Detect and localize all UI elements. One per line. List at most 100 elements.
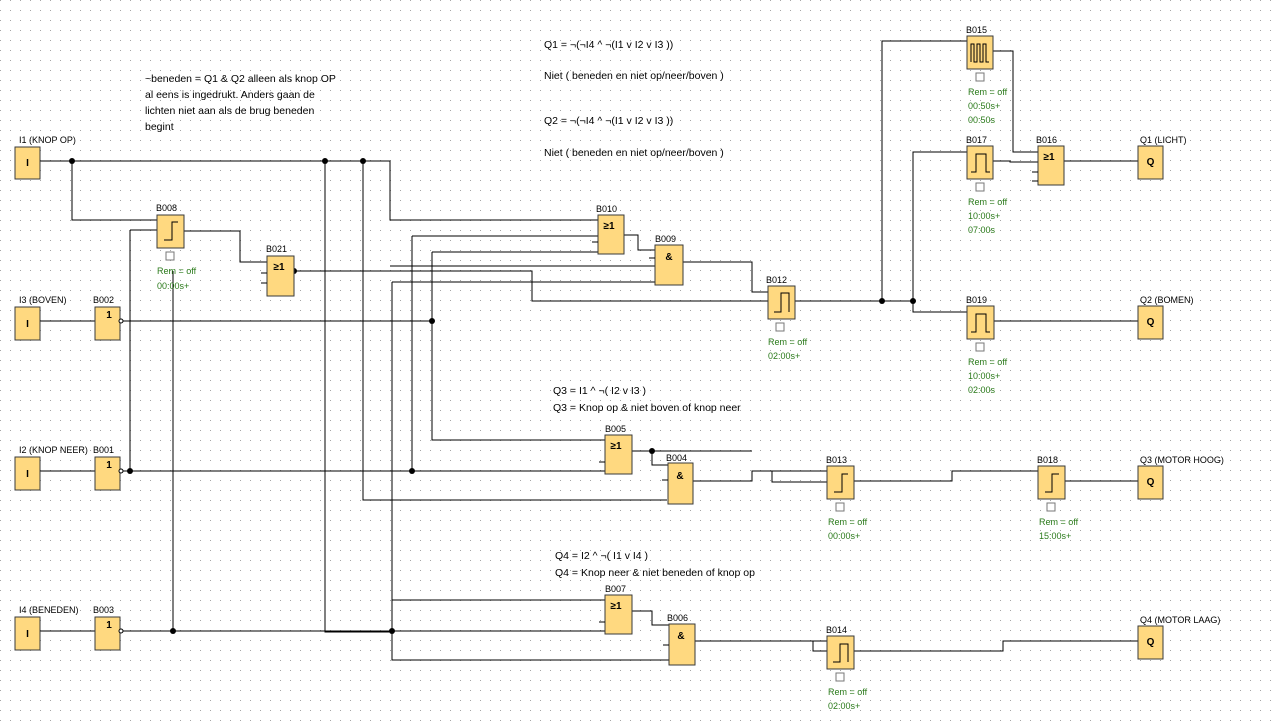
note-beneden-line-4: begint — [145, 121, 174, 133]
block-b004-symbol: & — [676, 471, 683, 482]
output-q1[interactable]: Q Q1 (LICHT) — [1137, 135, 1187, 180]
block-b017-time: 10:00s+ — [968, 211, 1000, 221]
input-i3-label: I3 (BOVEN) — [19, 295, 67, 305]
block-b002[interactable]: 1 B002 — [93, 295, 124, 341]
block-b018-timer-icon — [1045, 473, 1059, 493]
block-b007-label: B007 — [605, 584, 626, 594]
input-i1-symbol: I — [26, 158, 29, 169]
block-b001-label: B001 — [93, 445, 114, 455]
input-i2-label: I2 (KNOP NEER) — [19, 445, 88, 455]
block-b017-time2: 07:00s — [968, 225, 996, 235]
note-q1-text: Niet ( beneden en niet op/neer/boven ) — [544, 70, 724, 82]
block-b012-rem: Rem = off — [768, 337, 808, 347]
block-b005-symbol: ≥1 — [610, 441, 621, 452]
block-b009[interactable]: & B009 — [649, 234, 684, 286]
block-b005-label: B005 — [605, 424, 626, 434]
note-beneden: ~beneden = Q1 & Q2 alleen als knop OP al… — [145, 73, 336, 133]
input-i4-label: I4 (BENEDEN) — [19, 605, 79, 615]
block-b001[interactable]: 1 B001 — [93, 445, 124, 491]
block-b003[interactable]: 1 B003 — [93, 605, 124, 651]
block-b014-rem: Rem = off — [828, 687, 868, 697]
block-b013-label: B013 — [826, 455, 847, 465]
block-b019-rem: Rem = off — [968, 357, 1008, 367]
block-b018-time: 15:00s+ — [1039, 531, 1071, 541]
block-b018-label: B018 — [1037, 455, 1058, 465]
input-i2[interactable]: I I2 (KNOP NEER) — [14, 445, 88, 491]
block-b005[interactable]: ≥1 B005 — [599, 424, 633, 475]
input-i1-label: I1 (KNOP OP) — [19, 135, 76, 145]
block-b008-rem: Rem = off — [157, 266, 197, 276]
input-i4-symbol: I — [26, 629, 29, 640]
block-b008-time: 00:00s+ — [157, 281, 189, 291]
note-q4-formula: Q4 = I2 ^ ¬( I1 v I4 ) — [555, 550, 648, 562]
block-b001-symbol: 1 — [106, 460, 112, 471]
block-b015[interactable]: B015 Rem = off 00:50s+ 00:50s — [966, 25, 1008, 125]
block-b014-time: 02:00s+ — [828, 701, 860, 711]
output-q4[interactable]: Q Q4 (MOTOR LAAG) — [1137, 615, 1220, 660]
block-b006-label: B006 — [667, 613, 688, 623]
note-beneden-line-2: al eens is ingedrukt. Anders gaan de — [145, 89, 315, 101]
output-q3-symbol: Q — [1147, 477, 1155, 488]
wires — [40, 40, 1138, 661]
block-b018-rem: Rem = off — [1039, 517, 1079, 527]
block-b008[interactable]: B008 Rem = off 00:00s+ — [156, 203, 197, 291]
block-b016[interactable]: ≥1 B016 — [1032, 135, 1065, 186]
block-b012[interactable]: B012 Rem = off 02:00s+ — [766, 275, 808, 361]
output-q2[interactable]: Q Q2 (BOMEN) — [1137, 295, 1194, 340]
block-b004[interactable]: & B004 — [662, 453, 694, 505]
output-q4-symbol: Q — [1147, 637, 1155, 648]
block-b010-symbol: ≥1 — [603, 221, 614, 232]
block-b021[interactable]: ≥1 B021 — [261, 244, 295, 297]
output-q1-symbol: Q — [1147, 157, 1155, 168]
note-q4-text: Q4 = Knop neer & niet beneden of knop op — [555, 567, 755, 579]
block-b012-label: B012 — [766, 275, 787, 285]
block-b015-pulse-icon — [970, 43, 989, 63]
block-b012-timer-icon — [774, 292, 790, 313]
output-q2-label: Q2 (BOMEN) — [1140, 295, 1194, 305]
block-b014-timer-icon — [833, 643, 849, 663]
note-q2-text: Niet ( beneden en niet op/neer/boven ) — [544, 147, 724, 159]
block-b014-label: B014 — [826, 625, 847, 635]
block-b008-label: B008 — [156, 203, 177, 213]
block-b013[interactable]: B013 Rem = off 00:00s+ — [826, 455, 868, 541]
block-b013-timer-icon — [834, 473, 848, 493]
block-b007-symbol: ≥1 — [610, 601, 621, 612]
block-b010-label: B010 — [596, 204, 617, 214]
output-q3-label: Q3 (MOTOR HOOG) — [1140, 455, 1224, 465]
block-b018[interactable]: B018 Rem = off 15:00s+ — [1037, 455, 1079, 541]
note-q3-text: Q3 = Knop op & niet boven of knop neer — [553, 402, 741, 414]
block-b012-time: 02:00s+ — [768, 351, 800, 361]
output-q2-symbol: Q — [1147, 317, 1155, 328]
block-b015-time: 00:50s+ — [968, 101, 1000, 111]
input-i1[interactable]: I I1 (KNOP OP) — [14, 135, 76, 180]
block-b006-symbol: & — [677, 631, 684, 642]
input-i3[interactable]: I I3 (BOVEN) — [14, 295, 67, 341]
block-b013-time: 00:00s+ — [828, 531, 860, 541]
input-i4[interactable]: I I4 (BENEDEN) — [14, 605, 79, 651]
note-q3-formula: Q3 = I1 ^ ¬( I2 v I3 ) — [553, 385, 646, 397]
block-b019-label: B019 — [966, 295, 987, 305]
block-b010[interactable]: ≥1 B010 — [592, 204, 625, 255]
block-b017[interactable]: B017 Rem = off 10:00s+ 07:00s — [966, 135, 1008, 235]
block-b021-label: B021 — [266, 244, 287, 254]
block-b019-timer-icon — [971, 313, 990, 333]
input-i3-symbol: I — [26, 319, 29, 330]
block-b007[interactable]: ≥1 B007 — [599, 584, 633, 635]
block-b016-symbol: ≥1 — [1043, 152, 1054, 163]
block-b014[interactable]: B014 Rem = off 02:00s+ — [826, 625, 868, 711]
block-b009-symbol: & — [665, 252, 672, 263]
block-b021-symbol: ≥1 — [273, 262, 284, 273]
block-b015-rem: Rem = off — [968, 87, 1008, 97]
block-b019[interactable]: B019 Rem = off 10:00s+ 02:00s — [966, 295, 1008, 395]
block-b006[interactable]: & B006 — [663, 613, 696, 666]
note-q1-formula: Q1 = ¬(¬I4 ^ ¬(I1 v I2 v I3 )) — [544, 39, 673, 51]
note-q2-formula: Q2 = ¬(¬I4 ^ ¬(I1 v I2 v I3 )) — [544, 115, 673, 127]
output-q3[interactable]: Q Q3 (MOTOR HOOG) — [1137, 455, 1224, 500]
block-b019-time: 10:00s+ — [968, 371, 1000, 381]
input-i2-symbol: I — [26, 469, 29, 480]
block-b015-label: B015 — [966, 25, 987, 35]
output-q1-label: Q1 (LICHT) — [1140, 135, 1187, 145]
output-q4-label: Q4 (MOTOR LAAG) — [1140, 615, 1220, 625]
